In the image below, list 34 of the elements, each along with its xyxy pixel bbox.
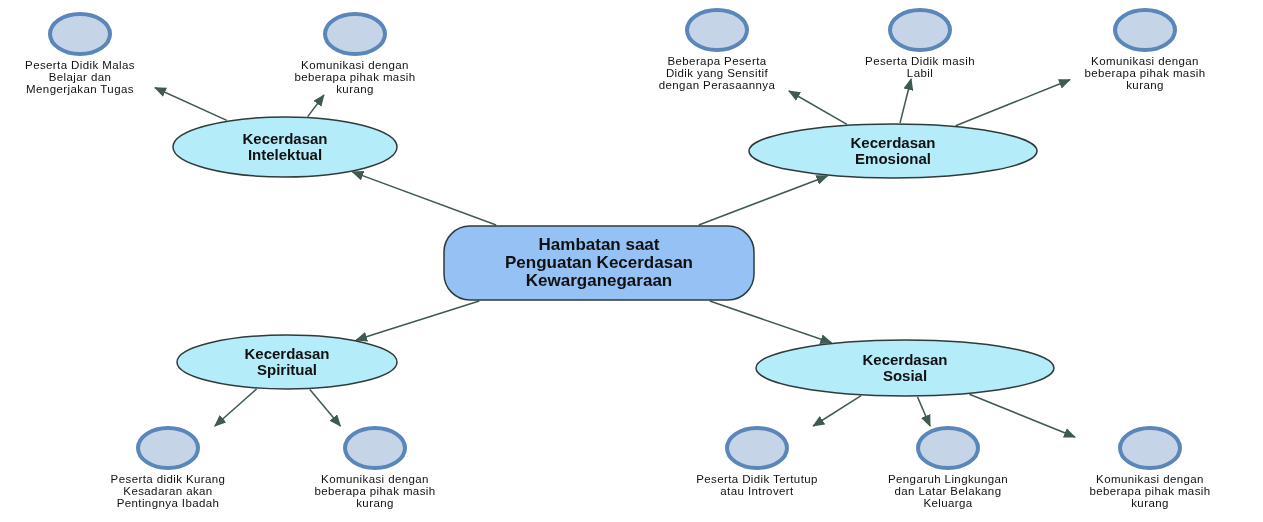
node-label: Kecerdasan Emosional xyxy=(849,135,937,167)
topic-box xyxy=(443,225,755,301)
arrow xyxy=(812,395,862,427)
node-label: Pengaruh Lingkungan dan Latar Belakang Keluarga xyxy=(886,473,1010,509)
topic-ellipse xyxy=(755,339,1055,397)
arrow xyxy=(954,78,1071,127)
node-label: Hambatan saat Penguatan Kecerdasan Kewarganegaraan xyxy=(504,236,694,290)
node-label: Kecerdasan Sosial xyxy=(861,352,949,384)
arrow xyxy=(916,396,931,427)
node-label: Peserta Didik masih Labil xyxy=(864,55,976,79)
node-label: Peserta Didik Malas Belajar dan Mengerjakan Tugas xyxy=(24,59,136,95)
arrow xyxy=(351,171,497,226)
node-label: Kecerdasan Intelektual xyxy=(241,131,329,163)
arrow xyxy=(899,78,914,124)
arrow xyxy=(307,94,325,118)
arrow xyxy=(355,300,480,342)
topic-ellipse xyxy=(176,334,398,390)
node-label: Komunikasi dengan beberapa pihak masih kurang xyxy=(293,59,417,95)
node-label: Komunikasi dengan beberapa pihak masih kurang xyxy=(1088,473,1212,509)
node-label: Peserta didik Kurang Kesadaran akan Pentingnya Ibadah xyxy=(109,473,227,509)
node-label: Komunikasi dengan beberapa pihak masih kurang xyxy=(1083,55,1207,91)
arrow xyxy=(154,86,228,122)
arrow xyxy=(214,388,258,427)
arrow xyxy=(698,175,829,226)
topic-ellipse xyxy=(748,123,1038,179)
topic-ellipse xyxy=(172,116,398,178)
node-label: Beberapa Peserta Didik yang Sensitif dengan Perasaannya xyxy=(657,55,777,91)
arrow xyxy=(788,90,848,126)
node-label: Komunikasi dengan beberapa pihak masih kurang xyxy=(313,473,437,509)
node-label: Peserta Didik Tertutup atau Introvert xyxy=(695,473,819,497)
node-label: Kecerdasan Spiritual xyxy=(243,346,331,378)
arrow xyxy=(968,393,1076,438)
arrow xyxy=(709,300,833,344)
arrow xyxy=(309,388,342,427)
